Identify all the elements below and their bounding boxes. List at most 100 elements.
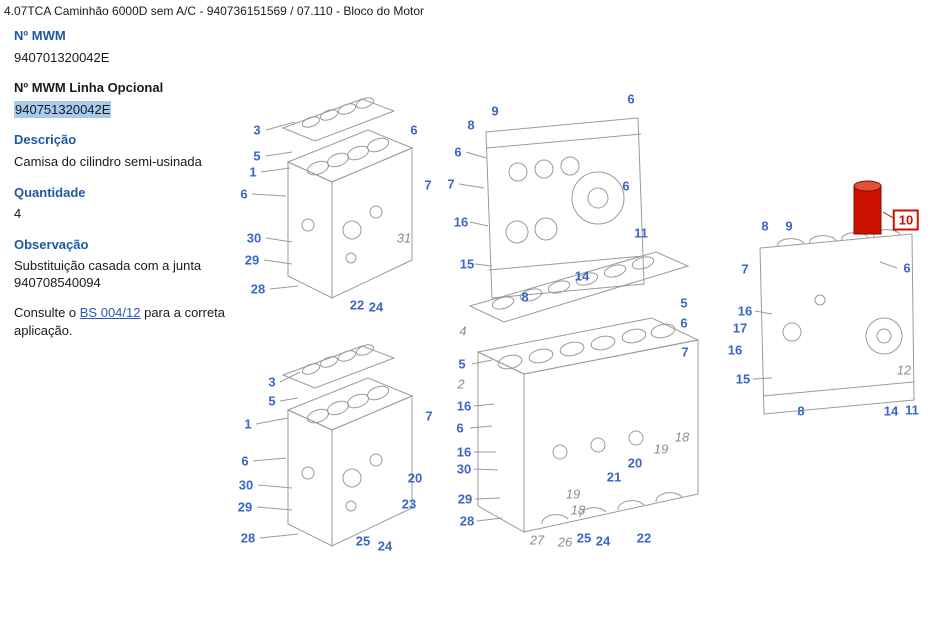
part-callout-7[interactable]: 7 (741, 261, 749, 277)
part-callout-30[interactable]: 30 (246, 230, 262, 246)
consult-suffix: para a correta aplicação. (14, 305, 226, 338)
part-callout-7[interactable]: 7 (447, 176, 455, 192)
part-callout-16[interactable]: 16 (456, 444, 472, 460)
part-callout-17[interactable]: 17 (732, 320, 748, 336)
part-callout-16[interactable]: 16 (727, 342, 743, 358)
part-callout-22[interactable]: 22 (636, 530, 652, 546)
part-callout-6[interactable]: 6 (456, 420, 464, 436)
part-callout-7[interactable]: 7 (424, 177, 432, 193)
part-callout-29[interactable]: 29 (457, 491, 473, 507)
part-callout-5[interactable]: 5 (253, 148, 261, 164)
part-callout-24[interactable]: 24 (595, 533, 611, 549)
part-callout-22[interactable]: 22 (349, 297, 365, 313)
observation-text: Substituição casada com a junta 94070854… (14, 258, 256, 292)
part-callout-10[interactable]: 10 (892, 209, 920, 231)
part-callout-14[interactable]: 14 (574, 268, 590, 284)
observation-line2: 940708540094 (14, 275, 101, 291)
part-callout-14[interactable]: 14 (883, 403, 899, 419)
part-callout-9[interactable]: 9 (491, 103, 499, 119)
part-callout-7[interactable]: 7 (425, 408, 433, 424)
part-callout-16[interactable]: 16 (453, 214, 469, 230)
part-callout-8[interactable]: 8 (797, 403, 805, 419)
part-callout-6[interactable]: 6 (903, 260, 911, 276)
part-callout-6[interactable]: 6 (240, 186, 248, 202)
selected-part-number[interactable]: 940751320042E (14, 100, 112, 118)
part-callout-3[interactable]: 3 (253, 122, 261, 138)
part-callout-31: 31 (396, 230, 412, 246)
part-callout-16[interactable]: 16 (456, 398, 472, 414)
part-callout-29[interactable]: 29 (237, 499, 253, 515)
engine-block-bottom-left-sketch (252, 371, 414, 547)
engine-block-right-sketch (752, 229, 915, 415)
part-callout-15[interactable]: 15 (459, 256, 475, 272)
part-callout-2: 2 (457, 376, 465, 392)
part-callout-30[interactable]: 30 (238, 477, 254, 493)
part-callout-11[interactable]: 11 (905, 402, 919, 418)
part-callout-19: 19 (565, 486, 581, 502)
part-callout-18: 18 (570, 502, 586, 518)
part-callout-6[interactable]: 6 (622, 178, 630, 194)
quantity-label: Quantidade (14, 184, 86, 200)
part-callout-1[interactable]: 1 (244, 416, 252, 432)
engine-block-top-left-sketch (251, 121, 414, 299)
gasket-long-sketch (468, 251, 690, 323)
mwm-number-label: Nº MWM (14, 28, 66, 43)
consult-prefix: Consulte o (14, 305, 80, 321)
mwm-number-value: 940701320042E (14, 49, 110, 65)
part-callout-6[interactable]: 6 (410, 122, 418, 138)
mwm-optional-value[interactable]: 940751320042E (14, 100, 256, 118)
part-callout-25[interactable]: 25 (355, 533, 371, 549)
part-callout-28[interactable]: 28 (240, 530, 256, 546)
quantity-value: 4 (14, 206, 22, 222)
engine-block-top-middle-sketch (458, 117, 645, 299)
observation-line1: Substituição casada com a junta (14, 258, 202, 274)
part-callout-28[interactable]: 28 (459, 513, 475, 529)
part-callout-28[interactable]: 28 (250, 281, 266, 297)
part-callout-19: 19 (653, 441, 669, 457)
highlighted-cylinder-liner[interactable] (853, 180, 896, 235)
part-callout-11[interactable]: 11 (634, 225, 648, 241)
part-callout-26: 26 (557, 534, 573, 550)
mwm-optional-label: Nº MWM Linha Opcional (14, 80, 164, 96)
observation-label: Observação (14, 236, 89, 252)
part-callout-29[interactable]: 29 (244, 252, 260, 268)
part-callout-7[interactable]: 7 (681, 344, 689, 360)
part-callout-3[interactable]: 3 (268, 374, 276, 390)
description-label: Descrição (14, 132, 77, 148)
engine-block-bottom-middle-sketch (469, 317, 700, 533)
part-callout-23[interactable]: 23 (401, 496, 417, 512)
gasket-bottom-left-sketch (281, 344, 396, 389)
part-callout-5[interactable]: 5 (680, 295, 688, 311)
part-callout-25[interactable]: 25 (576, 530, 592, 546)
part-callout-24[interactable]: 24 (368, 299, 384, 315)
part-callout-24[interactable]: 24 (377, 538, 393, 554)
part-callout-6[interactable]: 6 (627, 91, 635, 107)
part-callout-5[interactable]: 5 (268, 393, 276, 409)
part-callout-8[interactable]: 8 (761, 218, 769, 234)
part-callout-6[interactable]: 6 (454, 144, 462, 160)
part-callout-30[interactable]: 30 (456, 461, 472, 477)
part-info-panel: Nº MWM 940701320042E Nº MWM Linha Opcion… (14, 28, 256, 339)
part-callout-8[interactable]: 8 (467, 117, 475, 133)
part-callout-15[interactable]: 15 (735, 371, 751, 387)
part-callout-5[interactable]: 5 (458, 356, 466, 372)
part-callout-12: 12 (896, 362, 912, 378)
part-callout-6[interactable]: 6 (241, 453, 249, 469)
part-callout-16[interactable]: 16 (737, 303, 753, 319)
part-callout-8[interactable]: 8 (521, 289, 529, 305)
description-value: Camisa do cilindro semi-usinada (14, 153, 202, 169)
part-callout-21[interactable]: 21 (606, 469, 622, 485)
part-callout-1[interactable]: 1 (249, 164, 257, 180)
part-callout-18: 18 (674, 429, 690, 445)
part-callout-4: 4 (459, 323, 467, 339)
bs-004-12-link[interactable]: BS 004/12 (79, 305, 141, 321)
part-callout-20[interactable]: 20 (627, 455, 643, 471)
part-callout-9[interactable]: 9 (785, 218, 793, 234)
part-callout-20[interactable]: 20 (407, 470, 423, 486)
part-callout-27: 27 (529, 532, 545, 548)
part-callout-6[interactable]: 6 (680, 315, 688, 331)
